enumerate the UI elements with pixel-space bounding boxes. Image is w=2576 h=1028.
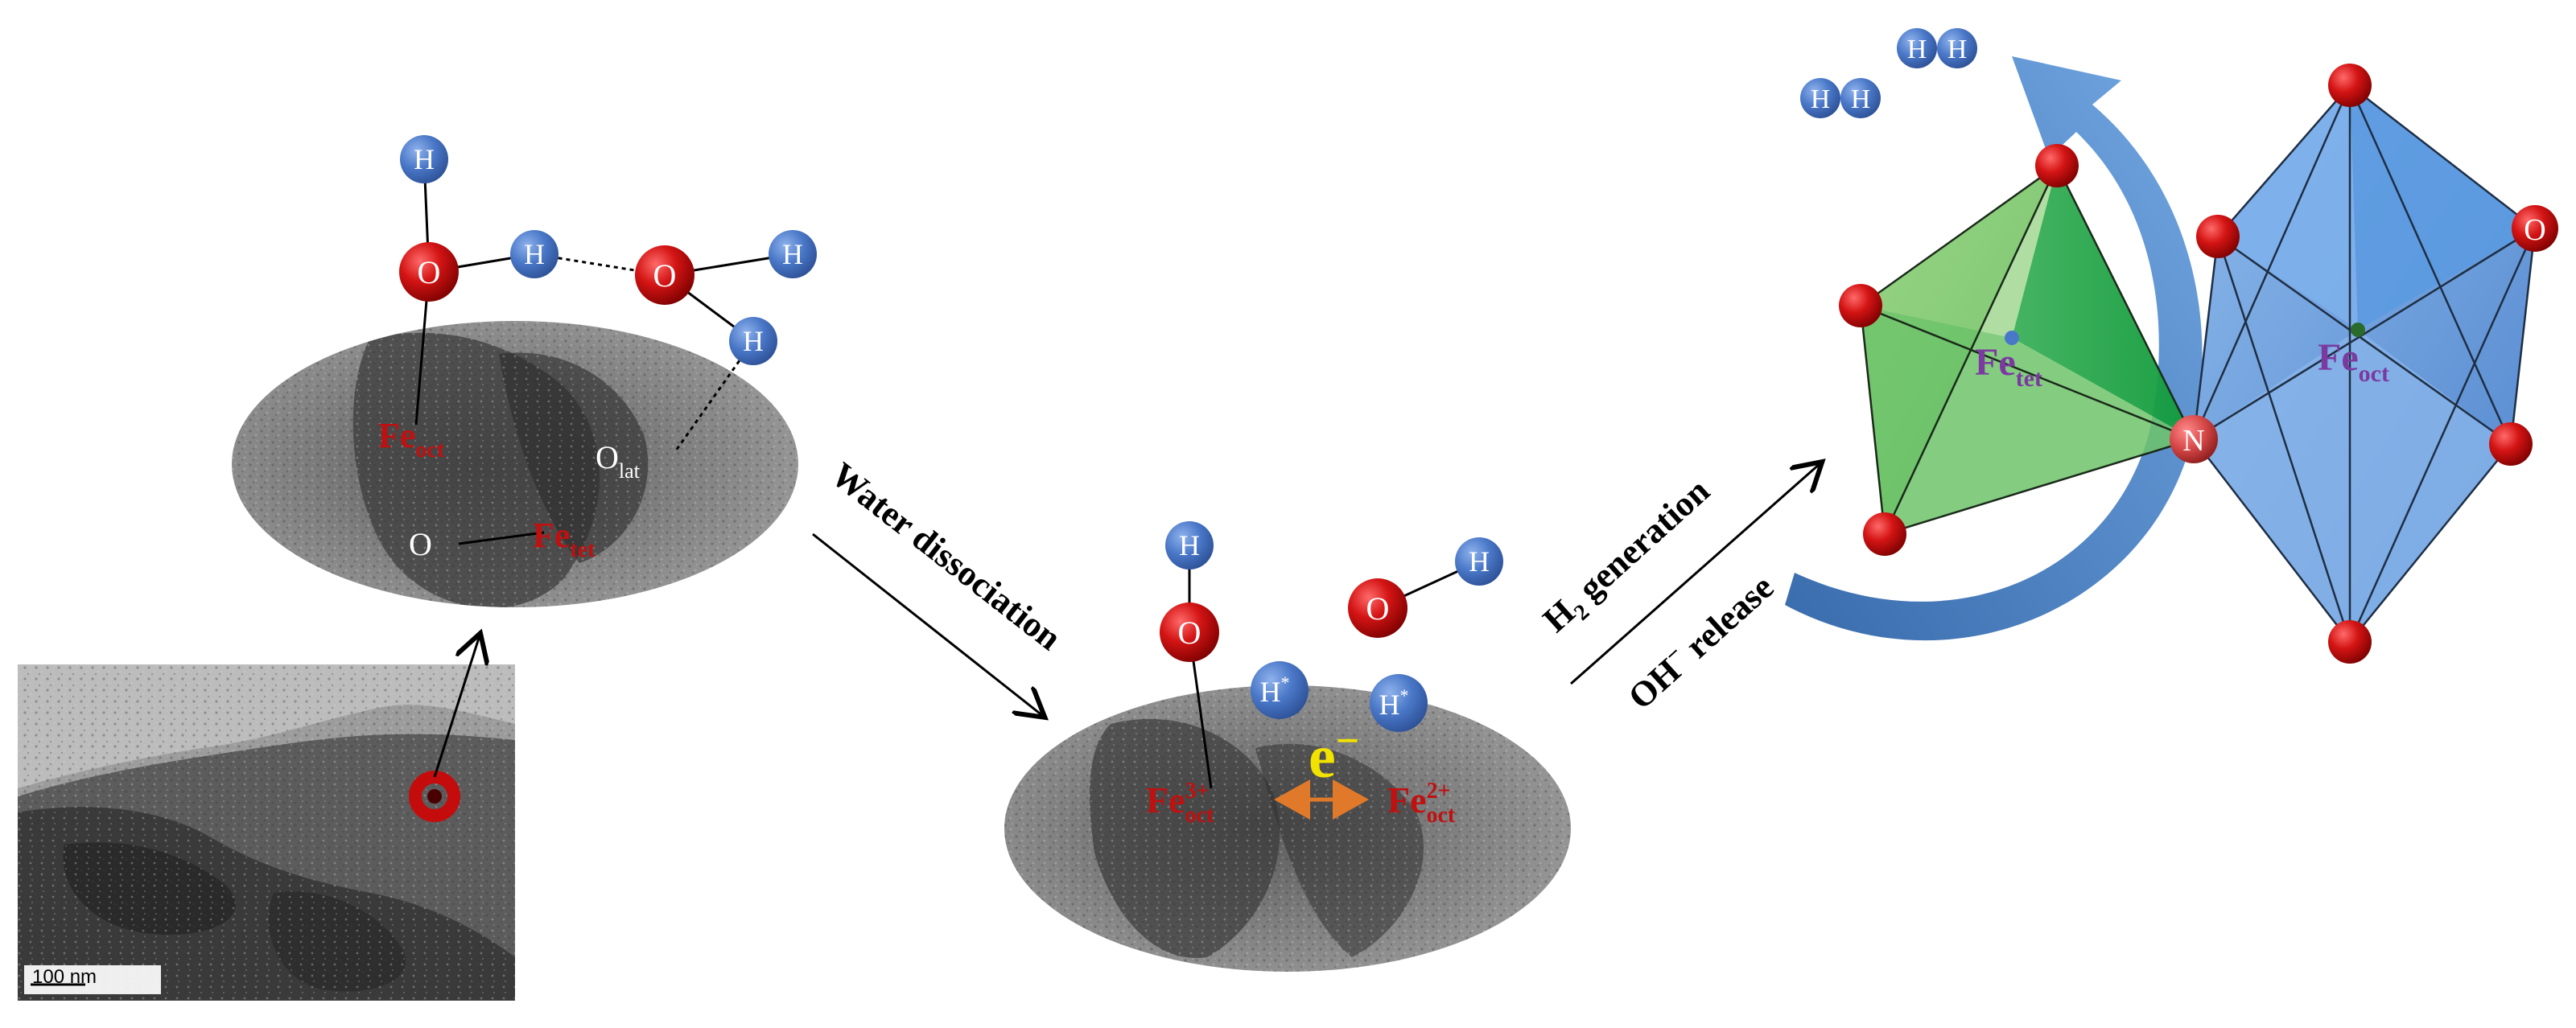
svg-text:O: O — [418, 254, 441, 290]
oxygen-atom: O — [1160, 602, 1219, 662]
oxygen-atom: O — [399, 242, 459, 302]
svg-text:O: O — [1366, 590, 1390, 627]
hydrogen-atom: H — [1455, 537, 1503, 586]
crystal-surface-1 — [232, 321, 798, 607]
oxygen-atom: O — [2512, 205, 2558, 252]
tetrahedron — [1859, 164, 2195, 536]
fe3-oct-label: Fe3+oct — [1146, 779, 1214, 828]
svg-text:H: H — [1851, 84, 1871, 114]
oxygen-atom: O — [635, 245, 694, 305]
octahedron — [2192, 84, 2537, 643]
fe-tet-polyhedron-label: Fetet — [1975, 341, 2042, 392]
fe-oct-polyhedron-label: Feoct — [2318, 336, 2389, 387]
svg-text:H: H — [1907, 35, 1927, 64]
oh-release-label: OH− release — [1619, 565, 1781, 718]
hydrogen-atom: H — [510, 230, 558, 278]
svg-text:H: H — [1947, 35, 1968, 64]
svg-text:H: H — [524, 238, 545, 270]
oxygen-atom: O — [1348, 578, 1408, 638]
nitrogen-atom: N — [2170, 415, 2218, 463]
svg-text:H: H — [414, 143, 435, 175]
crystal-surface-2 — [1004, 685, 1571, 972]
svg-text:H*: H* — [1379, 685, 1409, 721]
svg-text:H: H — [1811, 84, 1831, 114]
vertex-oxygen-atoms — [1839, 64, 2533, 664]
svg-text:H: H — [1179, 529, 1200, 561]
hydrogen-atom: H — [400, 135, 448, 183]
water-dissociation-arrow — [812, 533, 1043, 716]
o-lat-label: Olat — [596, 439, 641, 483]
hydrogen-atom: H — [1165, 521, 1214, 570]
h2-generation-label: H2 generation — [1535, 471, 1721, 644]
hydrogen-atom: H — [729, 317, 777, 365]
fe2-oct-label: Fe2+oct — [1387, 779, 1456, 828]
h2-generation-arrow — [1570, 463, 1820, 685]
svg-text:N: N — [2182, 424, 2204, 458]
adsorbed-hydrogen-h-star: H* — [1251, 661, 1309, 719]
svg-text:O: O — [2524, 213, 2545, 247]
svg-text:H: H — [782, 238, 803, 270]
region-marker — [409, 771, 460, 822]
hydrogen-atom: H — [769, 230, 817, 278]
h2-molecule: H H — [1800, 78, 1881, 118]
svg-text:H*: H* — [1260, 672, 1290, 708]
adsorbed-hydrogen-h-star: H* — [1370, 674, 1428, 732]
zoom-arrow — [433, 635, 480, 778]
svg-text:O: O — [1178, 615, 1201, 651]
h2-molecule: H H — [1897, 28, 1977, 68]
fe-tet-label: Fetet — [533, 516, 596, 562]
svg-text:O: O — [653, 257, 677, 294]
fe-oct-label: Feoct — [378, 416, 445, 463]
scale-bar-label: 100 nm — [32, 966, 97, 988]
water-dissociation-label: Water dissociation — [824, 454, 1069, 658]
lattice-o-label: O — [409, 526, 432, 562]
tem-micrograph: 100 nm — [18, 664, 515, 1001]
svg-text:H: H — [1469, 545, 1490, 578]
svg-text:H: H — [743, 325, 764, 357]
